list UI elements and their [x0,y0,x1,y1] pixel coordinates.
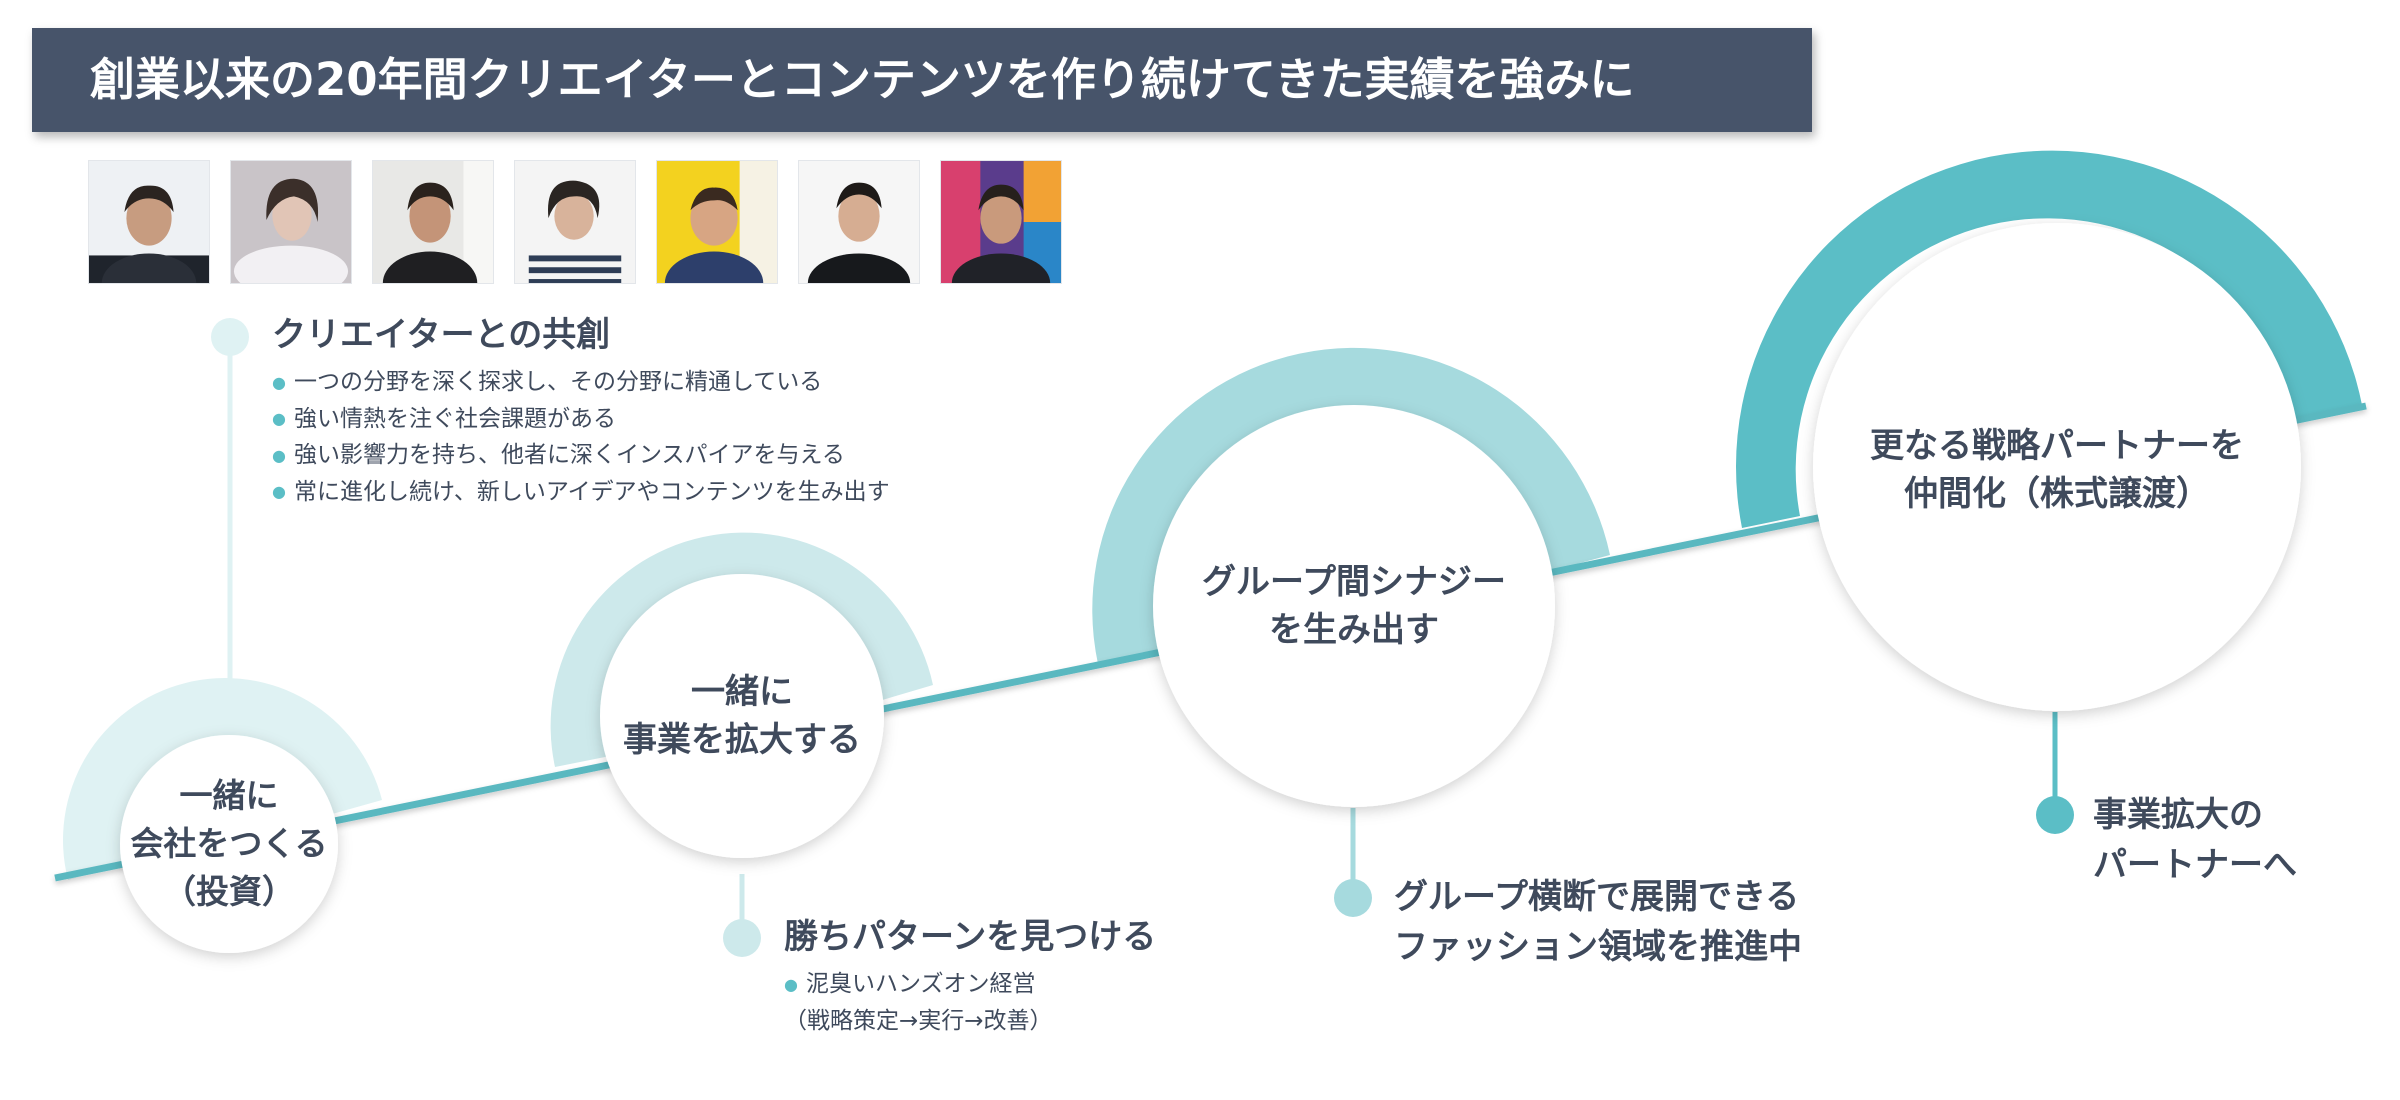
list-item: ●一つの分野を深く探求し、その分野に精通している [272,369,823,395]
bullet-text: 一つの分野を深く探求し、その分野に精通している [293,369,823,395]
list-item: ●強い影響力を持ち、他者に深くインスパイアを与える [272,442,845,468]
fashion-heading: グループ横断で展開できる ファッション領域を推進中 [1394,877,1802,967]
stage-3-circle [1153,405,1555,807]
stage-4-arc [1735,150,2362,528]
person-portrait-2-icon [230,160,352,284]
connector-dot-co-creation [211,318,249,356]
stage-1-circle [120,735,338,953]
connector-dot-partner [2036,796,2074,834]
person-portrait-5-icon [656,160,778,284]
stage-3-label-text: グループ間シナジー を生み出す [1202,562,1506,650]
stage-2-arc [550,532,933,767]
winning-pattern-note-line-1: ●泥臭いハンズオン経営 [784,971,1036,997]
person-portrait-6-icon [798,160,920,284]
stage-3-arc [1092,347,1610,664]
person-portrait-1-icon [88,160,210,284]
person-portrait-7-icon [940,160,1062,284]
stage-2-label: 一緒に 事業を拡大する [602,616,882,816]
note-text: 泥臭いハンズオン経営 [805,971,1036,997]
connector-dot-fashion [1334,879,1372,917]
partner-heading: 事業拡大の パートナーへ [2093,795,2297,885]
stage-2-label-text: 一緒に 事業を拡大する [623,672,861,760]
person-portrait-4-icon [514,160,636,284]
creator-photos [88,160,1062,284]
list-item: ●強い情熱を注ぐ社会課題がある [272,405,616,432]
stage-4-label-text: 更なる戦略パートナーを 仲間化（株式譲渡） [1870,426,2244,514]
co-creation-heading: クリエイターとの共創 [272,315,611,355]
stage-4-circle [1813,223,2301,711]
list-item: ●常に進化し続け、新しいアイデアやコンテンツを生み出す [272,478,890,505]
bullet-text: 強い影響力を持ち、他者に深くインスパイアを与える [293,442,845,468]
connector-dot-winning-pattern [723,919,761,957]
winning-pattern-note: ●泥臭いハンズオン経営 （戦略策定→実行→改善） [784,966,1053,1039]
stage-1-label: 一緒に 会社をつくる （投資） [124,744,334,944]
stage-4-label: 更なる戦略パートナーを 仲間化（株式譲渡） [1827,380,2287,560]
page-title: 創業以来の20年間クリエイターとコンテンツを作り続けてきた実績を強みに [32,28,1812,132]
co-creation-bullets: ●一つの分野を深く探求し、その分野に精通している ●強い情熱を注ぐ社会課題がある… [272,364,890,510]
bullet-text: 強い情熱を注ぐ社会課題がある [293,405,616,432]
bullet-text: 常に進化し続け、新しいアイデアやコンテンツを生み出す [293,478,890,505]
stage-2-circle [600,574,884,858]
stage-3-label: グループ間シナジー を生み出す [1164,516,1544,696]
stage-1-label-text: 一緒に 会社をつくる （投資） [130,776,328,911]
winning-pattern-heading: 勝ちパターンを見つける [784,917,1157,957]
winning-pattern-note-line-2: （戦略策定→実行→改善） [784,1007,1053,1034]
stage-1-arc [63,678,383,880]
person-portrait-3-icon [372,160,494,284]
